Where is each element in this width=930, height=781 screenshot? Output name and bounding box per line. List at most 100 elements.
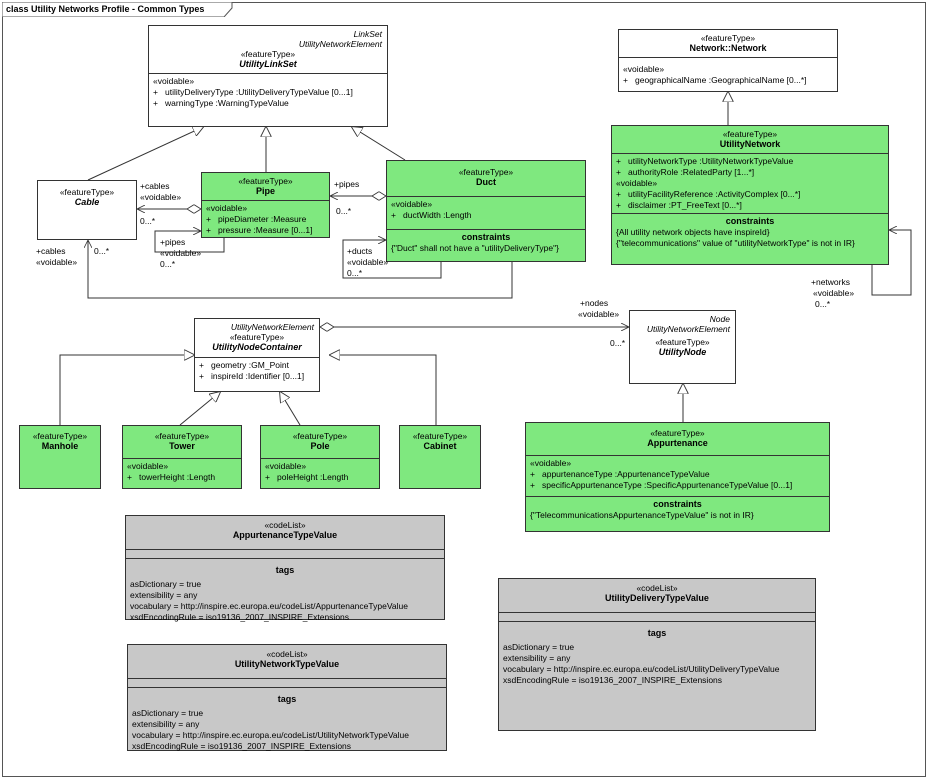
assoc-network-networks bbox=[871, 230, 912, 296]
cabinet-name: Cabinet bbox=[423, 441, 457, 451]
appurtenance-type-value-tags-title: tags bbox=[275, 565, 295, 575]
appurtenance-name: Appurtenance bbox=[647, 438, 708, 448]
utility-link-set-parent-1: LinkSet bbox=[353, 29, 382, 39]
label-cables2-voidable: «voidable» bbox=[36, 257, 78, 267]
appurtenance-stereotype: «featureType» bbox=[650, 428, 705, 438]
utility-network-type-value-tag: asDictionary = true bbox=[132, 708, 204, 718]
utility-node-container-name: UtilityNodeContainer bbox=[212, 342, 302, 352]
utility-network-attr: +utilityFacilityReference :ActivityCompl… bbox=[616, 189, 801, 199]
frame-title: class Utility Networks Profile - Common … bbox=[6, 4, 205, 14]
pole-stereotype: «featureType» bbox=[292, 431, 348, 441]
label-networks-voidable: «voidable» bbox=[813, 288, 855, 298]
utility-link-set-name: UtilityLinkSet bbox=[239, 59, 297, 69]
cable-stereotype: «featureType» bbox=[59, 187, 115, 197]
utility-link-set-parent-2: UtilityNetworkElement bbox=[298, 39, 382, 49]
label-cables-role: +cables bbox=[140, 181, 170, 191]
utility-node-container-attr: +geometry :GM_Point bbox=[199, 360, 289, 370]
label-cables-voidable: «voidable» bbox=[140, 192, 182, 202]
utility-delivery-type-value-tag: asDictionary = true bbox=[503, 642, 575, 652]
label-pipes-self-mult: 0...* bbox=[160, 259, 176, 269]
label-ducts-role: +ducts bbox=[347, 246, 373, 256]
utility-node-container-attr: +inspireId :Identifier [0...1] bbox=[199, 371, 305, 381]
gen-tower-container bbox=[179, 392, 220, 426]
class-cable[interactable]: «featureType» Cable bbox=[37, 180, 137, 240]
label-pipes-role: +pipes bbox=[334, 179, 360, 189]
network-name: Network::Network bbox=[689, 43, 767, 53]
pole-voidable: «voidable» bbox=[265, 461, 307, 471]
utility-network-type-value-tag: extensibility = any bbox=[132, 719, 200, 729]
duct-attr: +ductWidth :Length bbox=[391, 210, 472, 220]
label-networks-mult: 0...* bbox=[815, 299, 831, 309]
class-appurtenance[interactable]: «featureType» Appurtenance «voidable» +a… bbox=[525, 422, 830, 532]
class-network[interactable]: «featureType» Network::Network «voidable… bbox=[618, 29, 838, 92]
duct-voidable: «voidable» bbox=[391, 199, 433, 209]
cabinet-stereotype: «featureType» bbox=[412, 431, 468, 441]
utility-delivery-type-value-stereotype: «codeList» bbox=[636, 583, 678, 593]
label-nodes-mult: 0...* bbox=[610, 338, 626, 348]
label-pipes-mult: 0...* bbox=[336, 206, 352, 216]
assoc-pipe-self bbox=[154, 231, 225, 253]
tower-name: Tower bbox=[169, 441, 195, 451]
codelist-utility-network-type-value[interactable]: «codeList» UtilityNetworkTypeValue tags … bbox=[127, 644, 447, 751]
utility-network-constraint: {All utility network objects have inspir… bbox=[616, 227, 770, 237]
utility-node-name: UtilityNode bbox=[658, 347, 707, 357]
utility-link-set-attr: +warningType :WarningTypeValue bbox=[153, 98, 289, 108]
class-manhole[interactable]: «featureType» Manhole bbox=[19, 425, 101, 489]
class-pole[interactable]: «featureType» Pole «voidable» +poleHeigh… bbox=[260, 425, 380, 489]
duct-constraints-title: constraints bbox=[461, 232, 511, 242]
class-utility-node-container[interactable]: UtilityNetworkElement «featureType» Util… bbox=[194, 318, 320, 392]
label-pipes-self-role: +pipes bbox=[160, 237, 186, 247]
label-ducts-voidable: «voidable» bbox=[347, 257, 389, 267]
class-utility-link-set[interactable]: LinkSet UtilityNetworkElement «featureTy… bbox=[148, 25, 388, 127]
utility-link-set-attr: +utilityDeliveryType :UtilityDeliveryTyp… bbox=[153, 87, 353, 97]
gen-cabinet-container bbox=[330, 355, 437, 425]
pipe-voidable: «voidable» bbox=[206, 203, 248, 213]
pole-name: Pole bbox=[310, 441, 330, 451]
tower-voidable: «voidable» bbox=[127, 461, 169, 471]
class-pipe[interactable]: «featureType» Pipe «voidable» +pipeDiame… bbox=[201, 172, 330, 238]
gen-duct-linkset bbox=[352, 127, 406, 161]
utility-delivery-type-value-name: UtilityDeliveryTypeValue bbox=[605, 593, 709, 603]
manhole-stereotype: «featureType» bbox=[32, 431, 88, 441]
appurtenance-type-value-tag: xsdEncodingRule = iso19136_2007_INSPIRE_… bbox=[130, 612, 350, 622]
class-utility-network[interactable]: «featureType» UtilityNetwork +utilityNet… bbox=[611, 125, 889, 265]
utility-network-stereotype: «featureType» bbox=[722, 129, 778, 139]
duct-name: Duct bbox=[476, 177, 496, 187]
appurtenance-type-value-tag: asDictionary = true bbox=[130, 579, 202, 589]
pipe-attr: +pipeDiameter :Measure bbox=[206, 214, 307, 224]
utility-delivery-type-value-tags-title: tags bbox=[647, 628, 667, 638]
class-tower[interactable]: «featureType» Tower «voidable» +towerHei… bbox=[122, 425, 242, 489]
utility-network-constraint: {"telecommunications" value of "utilityN… bbox=[616, 238, 855, 248]
utility-network-type-value-tag: vocabulary = http://inspire.ec.europa.eu… bbox=[132, 730, 409, 740]
class-utility-node[interactable]: Node UtilityNetworkElement «featureType»… bbox=[629, 310, 736, 384]
codelist-utility-delivery-type-value[interactable]: «codeList» UtilityDeliveryTypeValue tags… bbox=[498, 578, 816, 731]
codelist-appurtenance-type-value[interactable]: «codeList» AppurtenanceTypeValue tags as… bbox=[125, 515, 445, 622]
utility-network-constraints-title: constraints bbox=[725, 216, 775, 226]
gen-cable-linkset bbox=[87, 127, 203, 181]
appurtenance-constraints-title: constraints bbox=[653, 499, 702, 509]
manhole-name: Manhole bbox=[41, 441, 79, 451]
assoc-duct-cables bbox=[88, 240, 513, 299]
network-attr: +geographicalName :GeographicalName [0..… bbox=[623, 75, 807, 85]
cable-name: Cable bbox=[74, 197, 100, 207]
label-nodes-voidable: «voidable» bbox=[578, 309, 620, 319]
pipe-attr: +pressure :Measure [0...1] bbox=[206, 225, 313, 235]
label-cables-mult: 0...* bbox=[140, 216, 156, 226]
appurtenance-constraint: {"TelecommunicationsAppurtenanceTypeValu… bbox=[530, 510, 754, 520]
utility-network-type-value-tag: xsdEncodingRule = iso19136_2007_INSPIRE_… bbox=[132, 741, 352, 751]
utility-node-container-parent: UtilityNetworkElement bbox=[230, 322, 314, 332]
appurtenance-attr: +appurtenanceType :AppurtenanceTypeValue bbox=[530, 469, 710, 479]
gen-pole-container bbox=[280, 392, 301, 426]
utility-network-type-value-tags-title: tags bbox=[277, 694, 297, 704]
label-cables2-role: +cables bbox=[36, 246, 66, 256]
class-duct[interactable]: «featureType» Duct «voidable» +ductWidth… bbox=[386, 160, 586, 262]
label-networks-role: +networks bbox=[811, 277, 850, 287]
frame-title-tab bbox=[2, 2, 233, 17]
appurtenance-attr: +specificAppurtenanceType :SpecificAppur… bbox=[530, 480, 793, 490]
utility-node-container-stereotype: «featureType» bbox=[229, 332, 285, 342]
appurtenance-type-value-tag: extensibility = any bbox=[130, 590, 198, 600]
utility-network-type-value-name: UtilityNetworkTypeValue bbox=[234, 659, 340, 669]
class-cabinet[interactable]: «featureType» Cabinet bbox=[399, 425, 481, 489]
duct-stereotype: «featureType» bbox=[458, 167, 514, 177]
